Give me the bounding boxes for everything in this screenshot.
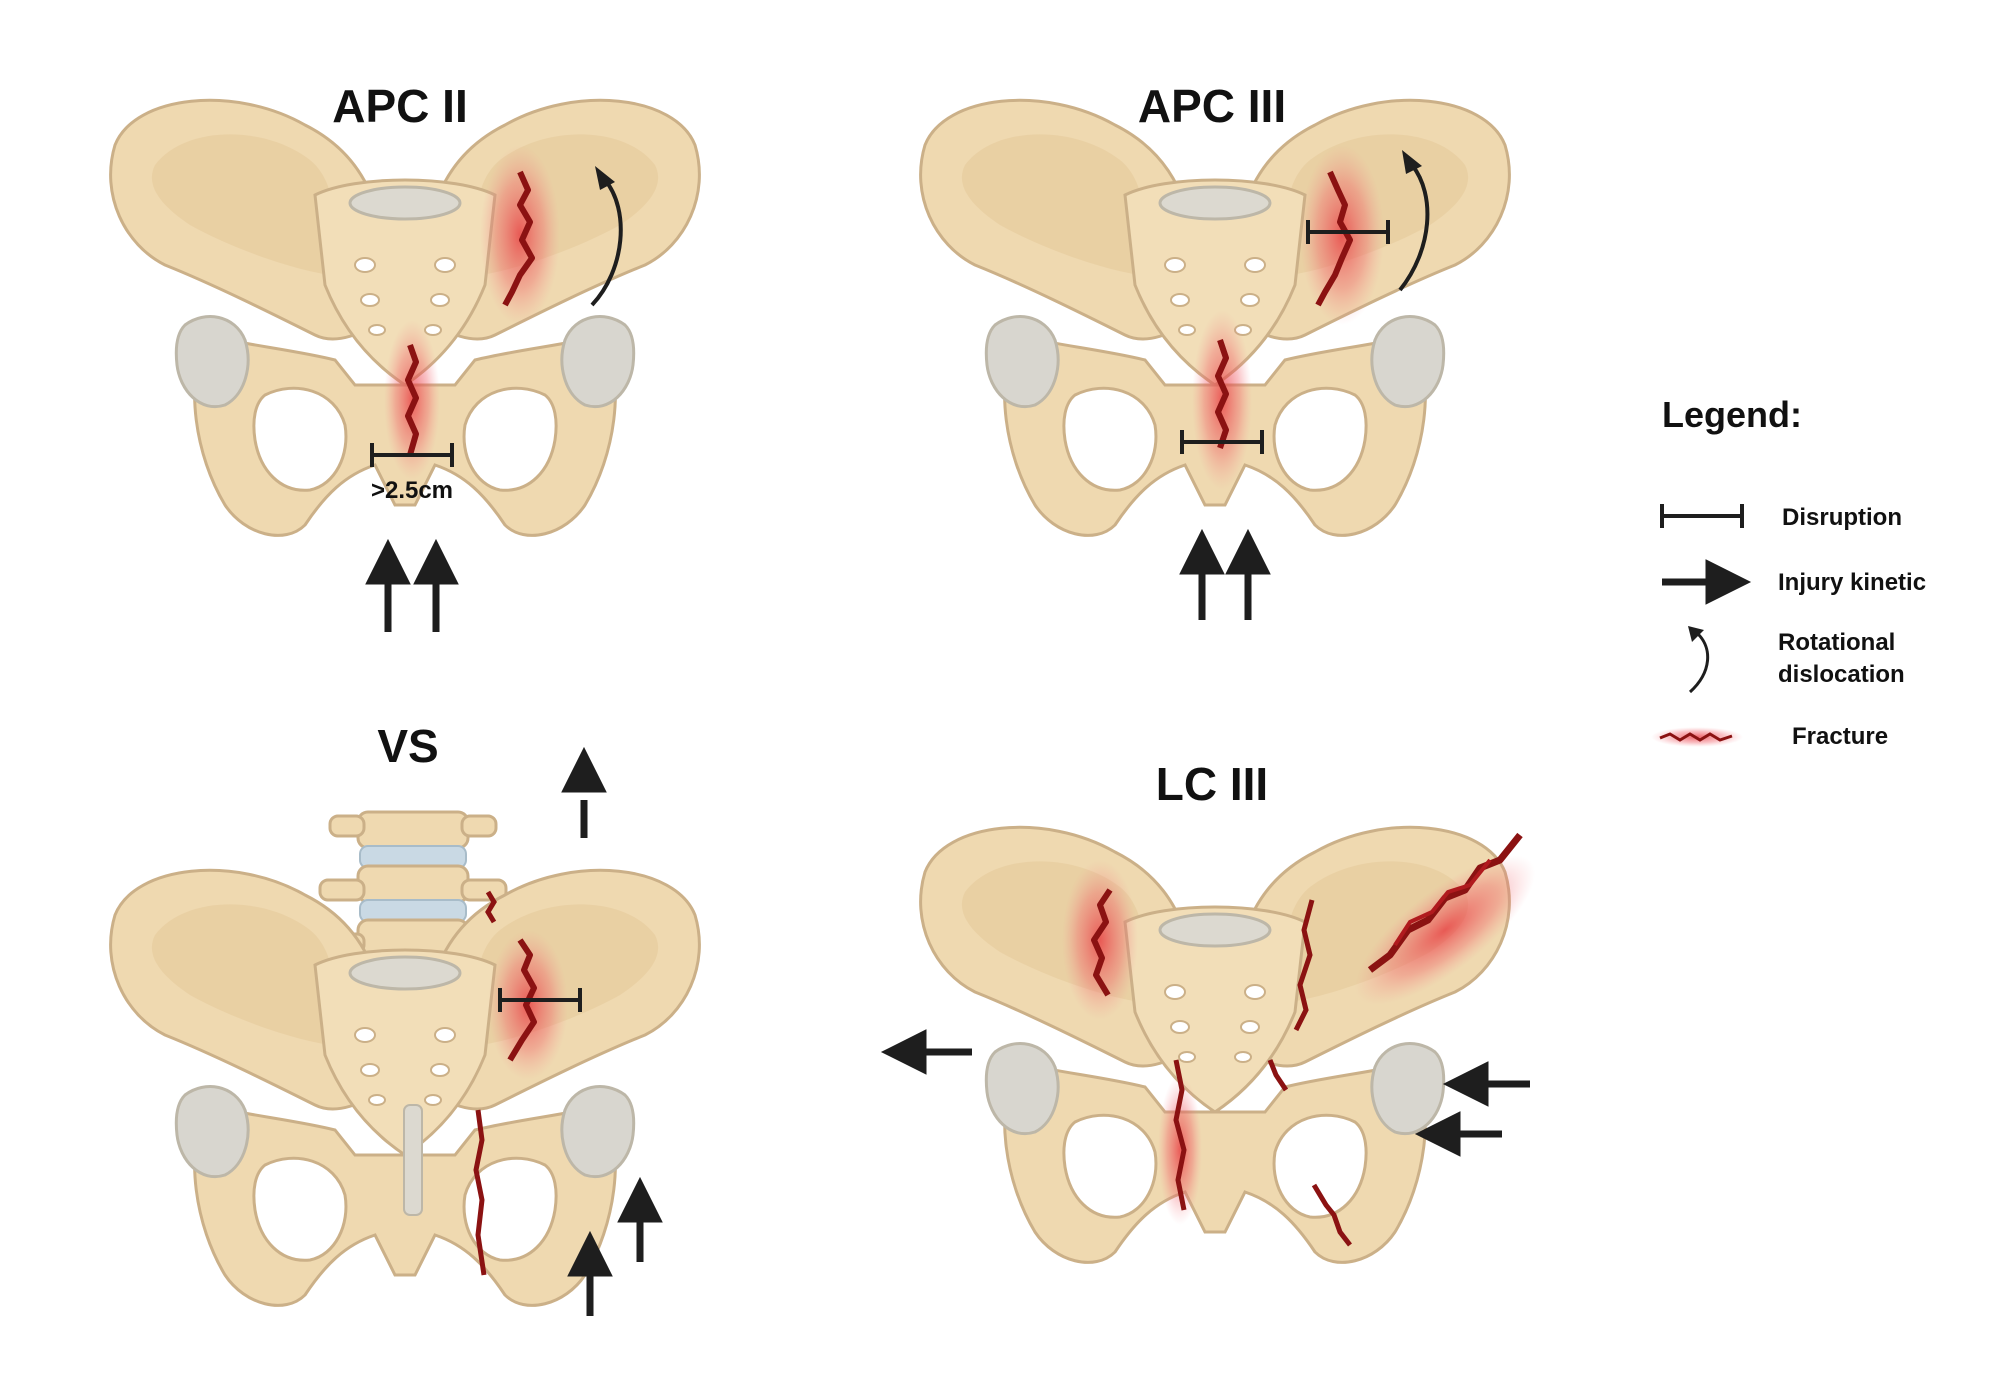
fracture-line [1173, 1059, 1187, 1211]
fracture-glow [1354, 855, 1536, 1005]
panel-title-vs: VS [377, 720, 438, 772]
legend-title: Legend: [1662, 394, 1802, 435]
disruption-icon [370, 443, 454, 467]
legend-label-injury-kinetic: Injury kinetic [1778, 569, 1926, 596]
fracture-line [485, 890, 497, 924]
disruption-icon [1180, 430, 1264, 454]
rotational-dislocation-icon [590, 178, 623, 307]
fracture-glow [1300, 145, 1384, 325]
fracture-line [1215, 339, 1229, 449]
legend-label-fracture: Fracture [1792, 723, 1888, 750]
fracture-line [502, 170, 535, 307]
disruption-icon [498, 988, 582, 1012]
pelvis-illustration-lc3 [919, 825, 1511, 1264]
rotational-dislocation-icon [1398, 163, 1430, 292]
panel-lc3: LC III [880, 758, 1536, 1264]
fracture-line [405, 344, 419, 456]
panel-title-lc3: LC III [1156, 758, 1268, 810]
panel-title-apc2: APC II [332, 80, 467, 132]
legend: Legend: Disruption Injury kinetic Rotati… [1651, 394, 1926, 750]
fracture-line [1293, 899, 1315, 1032]
injury-kinetic-arrow-icon [365, 538, 459, 632]
fracture-line [473, 1109, 487, 1276]
injury-kinetic-arrow-icon [880, 1029, 1530, 1157]
coccyx [403, 1104, 423, 1216]
disruption-icon [1306, 220, 1390, 244]
fracture-glow [1158, 1075, 1202, 1225]
legend-label-dislocation: dislocation [1778, 661, 1905, 688]
rotational-dislocation-icon [595, 166, 615, 190]
panel-title-apc3: APC III [1138, 80, 1286, 132]
panel-vs: VS [109, 720, 701, 1316]
fracture-glow [1062, 860, 1138, 1020]
rotational-dislocation-icon [1688, 626, 1710, 694]
disruption-icon [1660, 504, 1744, 528]
fracture-line [1267, 1059, 1289, 1092]
injury-kinetic-arrow-icon [561, 746, 663, 1316]
fracture-icon [1651, 727, 1743, 747]
injury-kinetic-arrow-icon [1179, 528, 1271, 620]
legend-label-rotational: Rotational [1778, 629, 1895, 656]
lumbar-spine [318, 810, 508, 977]
fracture-line [1315, 170, 1353, 307]
panel-apc2: APC II >2.5cm [109, 80, 701, 632]
fracture-line [1311, 1183, 1352, 1247]
fracture-line [507, 938, 537, 1062]
fracture-line [1393, 858, 1492, 947]
fracture-glow [480, 145, 560, 325]
panel-apc3: APC III [919, 80, 1511, 620]
measurement-label: >2.5cm [371, 477, 453, 504]
injury-kinetic-arrow-icon [1662, 559, 1752, 605]
legend-label-disruption: Disruption [1782, 504, 1902, 531]
fracture-line [1091, 888, 1113, 997]
rotational-dislocation-icon [1402, 150, 1422, 174]
